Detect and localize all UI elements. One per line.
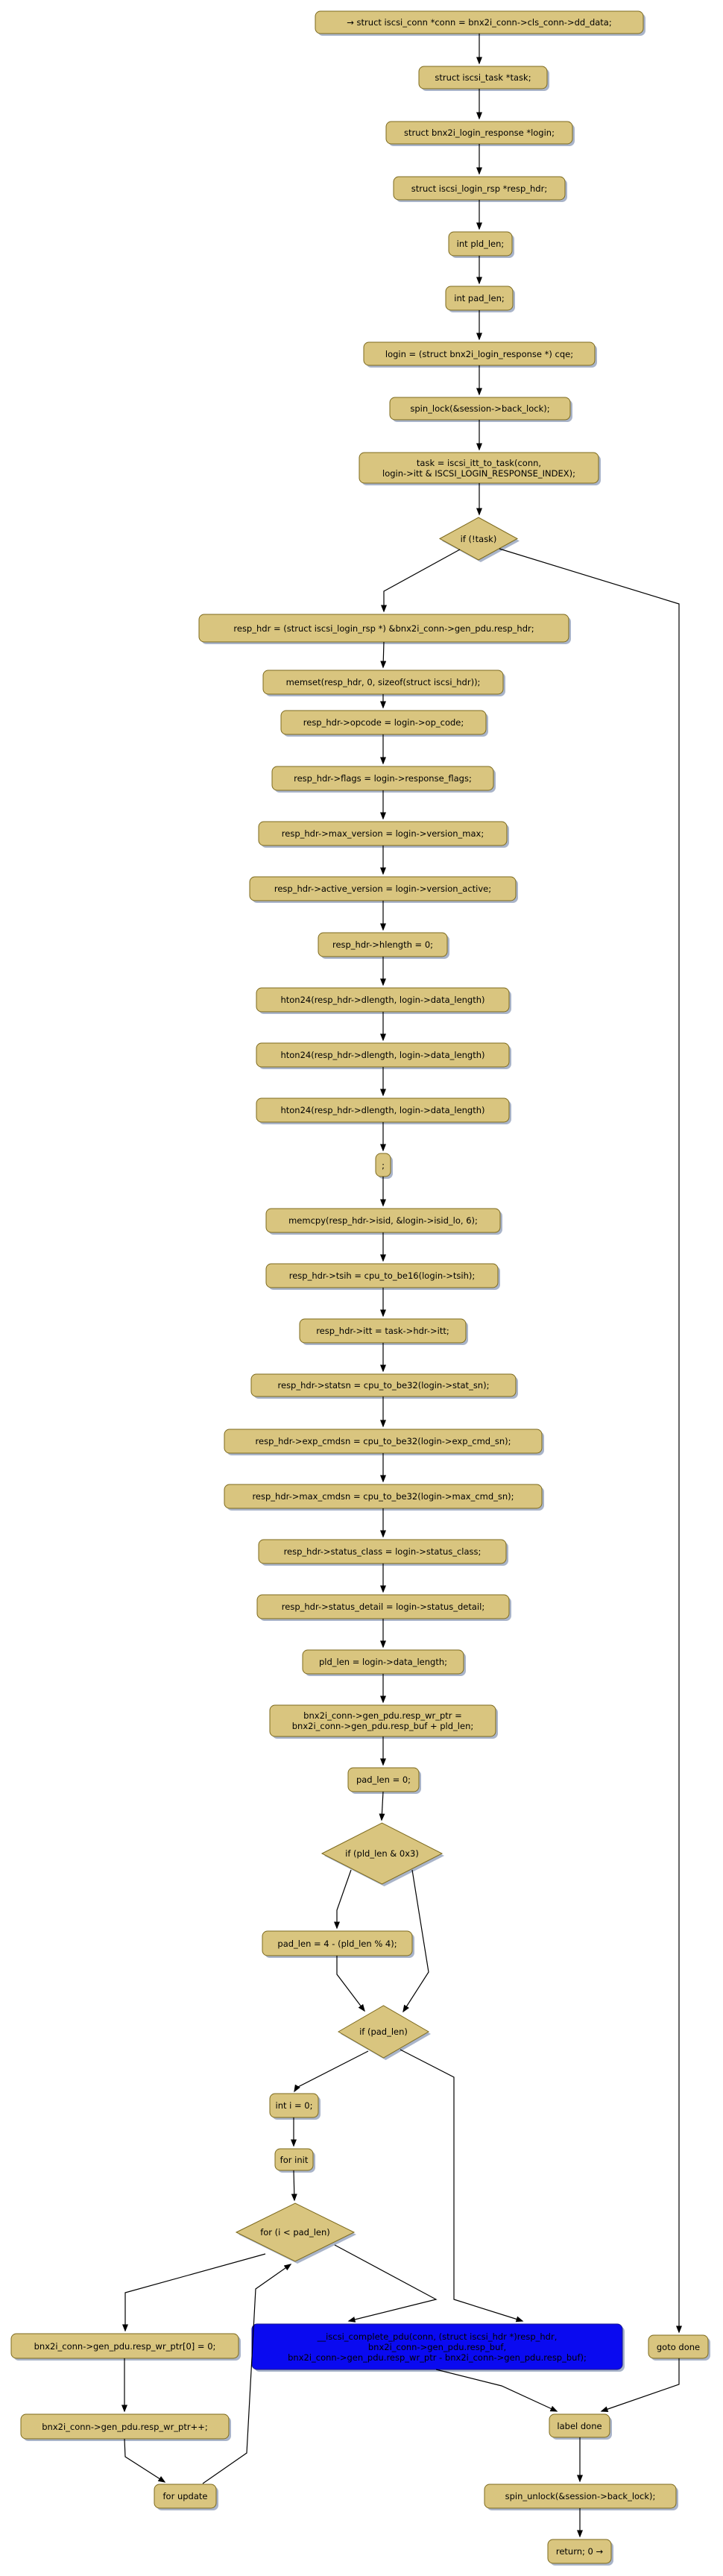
node-hton24-3-shape bbox=[256, 1098, 510, 1123]
flow-edge-n38-to-n39 bbox=[122, 2253, 266, 2332]
flow-edge-n38-to-n42 bbox=[334, 2244, 438, 2323]
node-set-tsih-shape bbox=[265, 1263, 499, 1288]
node-decl-pld-len-shape bbox=[448, 231, 513, 256]
flow-edge-n43-to-n44 bbox=[600, 2358, 680, 2412]
flow-edge-n40-to-n41 bbox=[124, 2438, 166, 2483]
node-spin-lock-shape bbox=[389, 397, 571, 421]
flow-edge-n42-to-n44 bbox=[435, 2369, 558, 2412]
node-set-status-detail-shape bbox=[256, 1594, 510, 1619]
node-decl-pad-len-shape bbox=[445, 286, 514, 311]
node-set-max-version-shape bbox=[258, 821, 508, 846]
flow-edge-n35-to-n42 bbox=[400, 2049, 524, 2323]
node-pld-len-assign-shape bbox=[302, 1649, 464, 1675]
node-spin-unlock-shape bbox=[484, 2484, 677, 2509]
node-set-max-cmdsn-shape bbox=[224, 1484, 543, 1509]
node-wr-ptr-zero-shape bbox=[10, 2333, 239, 2359]
node-memcpy-isid-shape bbox=[265, 1208, 501, 1233]
flow-edge-n11-to-n12 bbox=[380, 641, 387, 669]
node-if-pad-len-shape bbox=[338, 2005, 429, 2059]
flow-edge-n32-to-n33 bbox=[379, 1791, 385, 1821]
node-if-not-task-shape bbox=[438, 517, 519, 561]
node-login-cast-shape bbox=[363, 341, 596, 366]
node-pad-len-zero-shape bbox=[347, 1767, 420, 1792]
node-shapes bbox=[10, 10, 709, 2564]
node-pad-len-calc-shape bbox=[262, 1930, 413, 1956]
node-return-zero-shape bbox=[547, 2539, 612, 2564]
node-set-flags-shape bbox=[271, 766, 494, 791]
node-set-exp-cmdsn-shape bbox=[224, 1429, 543, 1454]
node-memset-shape bbox=[262, 670, 504, 695]
flow-edge-n10-to-n43 bbox=[499, 548, 682, 2334]
node-hton24-2-shape bbox=[256, 1042, 510, 1068]
node-set-itt-shape bbox=[299, 1318, 467, 1344]
node-for-update-shape bbox=[154, 2484, 217, 2509]
node-hton24-1-shape bbox=[256, 987, 510, 1013]
node-goto-done-shape bbox=[648, 2334, 709, 2359]
node-set-opcode-shape bbox=[280, 710, 487, 735]
flow-edge-n41-to-n38 bbox=[202, 2264, 292, 2484]
edge-lines bbox=[121, 34, 682, 2538]
node-decl-resp-hdr-shape bbox=[393, 176, 566, 201]
flow-edge-n35-to-n36 bbox=[294, 2050, 369, 2093]
node-entry-conn-decl-shape bbox=[315, 10, 644, 34]
flow-edge-n33-to-n35 bbox=[402, 1869, 429, 2013]
flow-edge-n34-to-n35 bbox=[336, 1956, 365, 2012]
node-shadows bbox=[13, 13, 710, 2566]
node-itt-to-task-shape bbox=[359, 452, 599, 484]
node-decl-task-shape bbox=[418, 66, 548, 89]
node-if-pld-len-and-3-shape bbox=[321, 1822, 443, 1885]
node-set-hlength-shape bbox=[318, 932, 448, 957]
node-for-init-shape bbox=[274, 2148, 314, 2171]
node-resp-wr-ptr-assign-shape bbox=[269, 1704, 496, 1737]
node-int-i-zero-shape bbox=[269, 2093, 319, 2118]
node-for-cond-shape bbox=[235, 2202, 356, 2262]
flow-edge-n10-to-n11 bbox=[381, 549, 461, 613]
node-set-statsn-shape bbox=[250, 1373, 517, 1397]
node-iscsi-complete-pdu-highlighted-shape bbox=[251, 2323, 623, 2370]
node-set-active-version-shape bbox=[249, 876, 517, 901]
node-decl-login-shape bbox=[385, 121, 573, 145]
node-set-status-class-shape bbox=[258, 1539, 507, 1564]
node-wr-ptr-inc-shape bbox=[20, 2413, 230, 2440]
node-resp-hdr-cast-shape bbox=[198, 614, 569, 643]
node-empty-stmt-shape bbox=[375, 1153, 391, 1177]
flow-edge-n33-to-n34 bbox=[334, 1869, 352, 1930]
node-label-done-shape bbox=[549, 2413, 610, 2438]
